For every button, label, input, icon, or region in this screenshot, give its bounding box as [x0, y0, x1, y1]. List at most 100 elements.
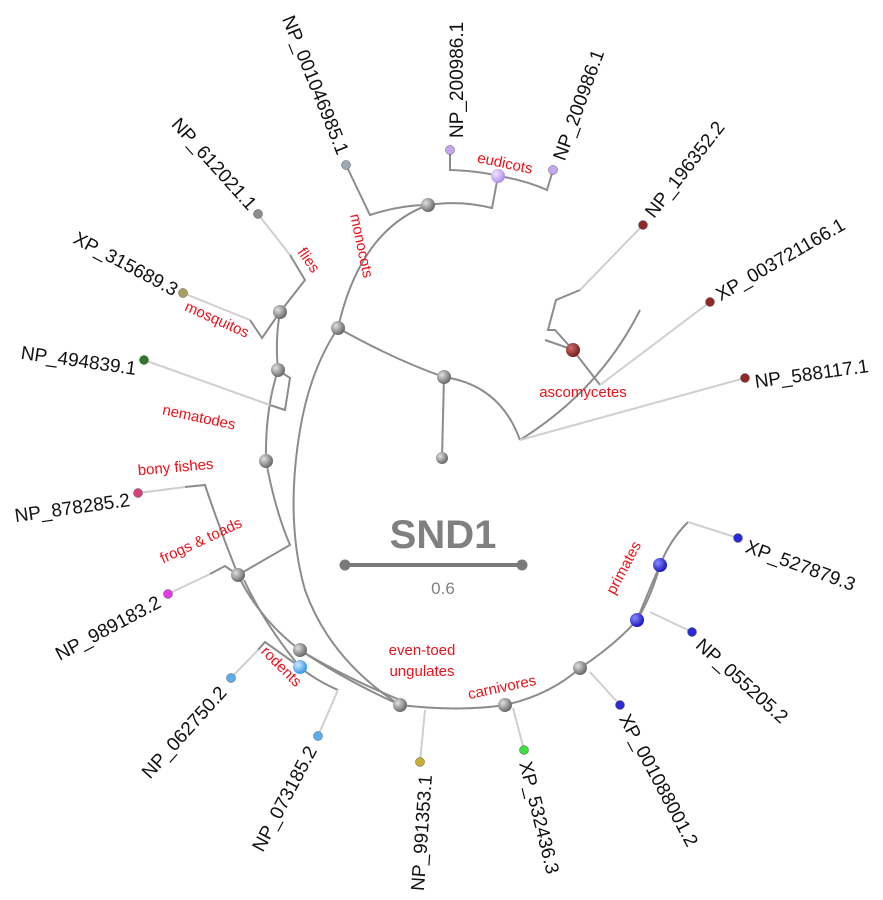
internal-node: [293, 643, 307, 657]
leaf-label: NP_878285.2: [13, 490, 131, 527]
clade-label: mosquitos: [182, 298, 251, 341]
tip-branch: [257, 213, 291, 256]
internal-node: [566, 343, 580, 357]
branch: [427, 175, 499, 210]
leaf-node: [740, 373, 750, 383]
clade-label: primates: [603, 538, 645, 597]
branch: [441, 376, 445, 459]
clade-label: bony fishes: [137, 456, 214, 480]
leaf-label: XP_532436.3: [514, 759, 562, 876]
branch: [546, 289, 581, 351]
leaf-node: [687, 627, 697, 637]
branch: [337, 204, 429, 329]
clade-label: nematodes: [161, 402, 237, 434]
tip-branch: [687, 521, 739, 539]
branches: [137, 150, 746, 763]
internal-node: [271, 363, 285, 377]
tip-branch: [137, 486, 186, 494]
internal-node: [231, 568, 245, 582]
branch: [345, 164, 429, 217]
leaf-label: NP_588117.1: [753, 356, 870, 393]
internal-node: [630, 613, 644, 627]
leaf-label: NP_200986.1: [550, 47, 609, 163]
leaf-node: [415, 757, 425, 767]
tip-branch: [519, 377, 746, 441]
branch: [279, 254, 307, 313]
leaf-node: [638, 220, 648, 230]
internal-node: [436, 452, 448, 464]
leaf-label: NP_196352.2: [641, 118, 729, 223]
branch: [636, 564, 661, 621]
internal-node: [421, 198, 435, 212]
leaf-node: [133, 488, 143, 498]
clade-label: ungulates: [389, 663, 454, 680]
leaf-node: [313, 731, 323, 741]
branch: [264, 369, 279, 462]
internal-node: [273, 305, 287, 319]
branch: [275, 311, 281, 371]
branch: [237, 460, 292, 576]
clade-label: ascomycetes: [539, 384, 627, 401]
tip-branch: [512, 707, 525, 751]
scale-bar-end: [339, 559, 351, 571]
leaf-node: [139, 355, 149, 365]
leaf-label: XP_315689.3: [70, 228, 182, 301]
clade-label: flies: [294, 245, 323, 277]
scale-bar-end: [516, 559, 528, 571]
leaf-label: NP_494839.1: [20, 343, 138, 380]
tip-branch: [317, 689, 339, 737]
tip-branch: [649, 611, 693, 633]
leaf-label: NP_612021.1: [167, 114, 260, 214]
branch: [243, 579, 301, 668]
leaf-label: NP_989183.2: [52, 592, 164, 665]
leaf-label: XP_001088001.2: [614, 711, 701, 851]
tip-branch: [143, 359, 271, 406]
internal-node: [393, 698, 407, 712]
tree-title: SND1: [390, 513, 497, 557]
leaf-node: [519, 745, 529, 755]
tip-branch: [589, 671, 621, 706]
leaf-node: [341, 160, 351, 170]
leaf-node: [226, 673, 236, 683]
branch: [184, 483, 239, 576]
branch: [443, 376, 521, 441]
leaf-node: [548, 165, 558, 175]
leaf-label: XP_003721166.1: [713, 215, 849, 306]
branch: [337, 327, 445, 378]
tip-branch: [230, 649, 259, 679]
leaf-node: [445, 145, 455, 155]
tip-branch: [182, 292, 251, 321]
tip-branch: [579, 224, 644, 291]
leaf-node: [178, 288, 188, 298]
internal-nodes: [231, 169, 667, 712]
tip-branch: [167, 573, 211, 595]
branch: [257, 640, 301, 668]
internal-node: [259, 454, 273, 468]
branch: [299, 649, 401, 706]
internal-node: [498, 698, 512, 712]
leaf-label: NP_062750.2: [138, 683, 231, 783]
internal-node: [293, 660, 307, 674]
leaf-node: [253, 209, 263, 219]
branch: [292, 327, 401, 706]
leaf-label: NP_200986.1: [447, 22, 468, 138]
tip-branch: [419, 709, 426, 763]
scale-bar-value: 0.6: [431, 579, 455, 598]
leaf-label: NP_991353.1: [408, 774, 437, 891]
clade-label: even-toed: [389, 642, 456, 659]
leaf-label: NP_073185.2: [249, 743, 322, 855]
branch: [269, 369, 292, 412]
internal-node: [653, 558, 667, 572]
leaf-node: [733, 533, 743, 543]
branch: [519, 309, 641, 441]
tip-branch: [599, 301, 711, 386]
branch: [572, 349, 601, 386]
internal-node: [491, 169, 505, 183]
leaf-node: [615, 700, 625, 710]
leaf-label: XP_527879.3: [743, 537, 858, 596]
leaf-label: NP_001046985.1: [277, 13, 352, 158]
internal-node: [437, 370, 451, 384]
clade-label: monocots: [346, 212, 376, 279]
leaf-node: [705, 297, 715, 307]
